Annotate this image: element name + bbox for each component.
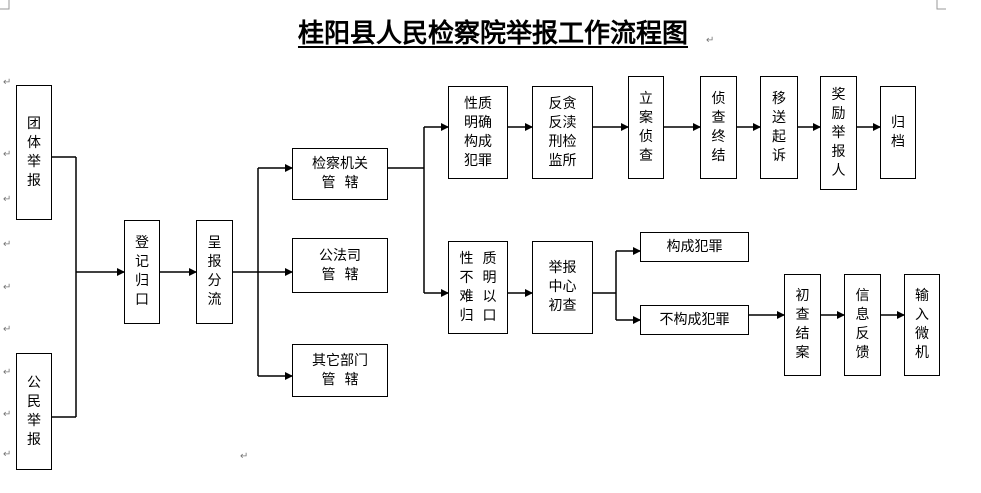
- node-label: 输 入 微 机: [915, 288, 929, 361]
- paragraph-mark: ↵: [3, 194, 12, 205]
- node-label: 举报 中心 初查: [548, 260, 577, 314]
- node-register: 登 记 归 口: [124, 220, 160, 324]
- node-group-report: 团 体 举 报: [16, 85, 52, 220]
- node-constitutes-crime: 构成犯罪: [640, 232, 749, 262]
- node-reward-reporter: 奖 励 举 报 人: [820, 76, 857, 190]
- node-input-computer: 输 入 微 机: [904, 274, 940, 376]
- node-label: 其它部门 管 辖: [312, 352, 368, 388]
- paragraph-mark: ↵: [3, 367, 12, 378]
- node-label: 奖 励 举 报 人: [831, 86, 846, 179]
- node-label: 归 档: [891, 114, 905, 150]
- node-investigation-end: 侦 查 终 结: [700, 76, 737, 179]
- node-file-investigate: 立 案 侦 查: [628, 76, 664, 179]
- node-label: 构成犯罪: [666, 238, 723, 255]
- page-corner-mark: [936, 0, 946, 10]
- node-unclear-nature: 性 质 不 明 难 以 归 口: [448, 241, 508, 334]
- node-public-security-jurisdiction: 公法司 管 辖: [292, 238, 388, 293]
- paragraph-mark: ↵: [3, 149, 12, 160]
- node-label: 信 息 反 馈: [855, 288, 870, 361]
- node-label: 反贪 反渎 刑检 监所: [548, 95, 577, 169]
- node-close-preliminary: 初 查 结 案: [784, 274, 821, 376]
- node-archive: 归 档: [880, 86, 916, 179]
- paragraph-mark: ↵: [706, 35, 715, 46]
- node-label: 立 案 侦 查: [639, 90, 653, 164]
- node-label: 检察机关 管 辖: [312, 156, 368, 191]
- paragraph-mark: ↵: [3, 77, 12, 88]
- paragraph-mark: ↵: [240, 451, 249, 462]
- paragraph-mark: ↵: [3, 449, 12, 460]
- page-corner-mark: [0, 0, 10, 10]
- paragraph-mark: ↵: [3, 409, 12, 420]
- paragraph-mark: ↵: [3, 324, 12, 335]
- node-label: 性 质 不 明 难 以 归 口: [459, 250, 497, 324]
- node-clear-crime: 性质 明确 构成 犯罪: [448, 86, 508, 179]
- node-not-crime: 不构成犯罪: [640, 305, 749, 335]
- node-label: 团 体 举 报: [27, 115, 41, 189]
- node-label: 性质 明确 构成 犯罪: [464, 95, 492, 169]
- paragraph-mark: ↵: [3, 239, 12, 250]
- node-report-center-check: 举报 中心 初查: [532, 241, 593, 334]
- paragraph-mark: ↵: [3, 282, 12, 293]
- node-transfer-prosecution: 移 送 起 诉: [760, 76, 798, 179]
- page-title: 桂阳县人民检察院举报工作流程图: [297, 19, 688, 49]
- node-info-feedback: 信 息 反 馈: [844, 274, 881, 376]
- node-departments: 反贪 反渎 刑检 监所: [532, 86, 593, 179]
- node-label: 侦 查 终 结: [711, 90, 726, 164]
- node-label: 公法司 管 辖: [319, 247, 361, 283]
- node-label: 公 民 举 报: [27, 374, 41, 448]
- node-label: 移 送 起 诉: [772, 90, 786, 164]
- node-procuratorate-jurisdiction: 检察机关 管 辖: [292, 148, 388, 200]
- node-label: 呈 报 分 流: [207, 235, 222, 308]
- node-distribute: 呈 报 分 流: [196, 220, 233, 324]
- node-citizen-report: 公 民 举 报: [16, 353, 52, 470]
- node-other-dept-jurisdiction: 其它部门 管 辖: [292, 344, 388, 397]
- node-label: 不构成犯罪: [659, 311, 730, 328]
- node-label: 登 记 归 口: [135, 235, 149, 308]
- node-label: 初 查 结 案: [795, 288, 810, 361]
